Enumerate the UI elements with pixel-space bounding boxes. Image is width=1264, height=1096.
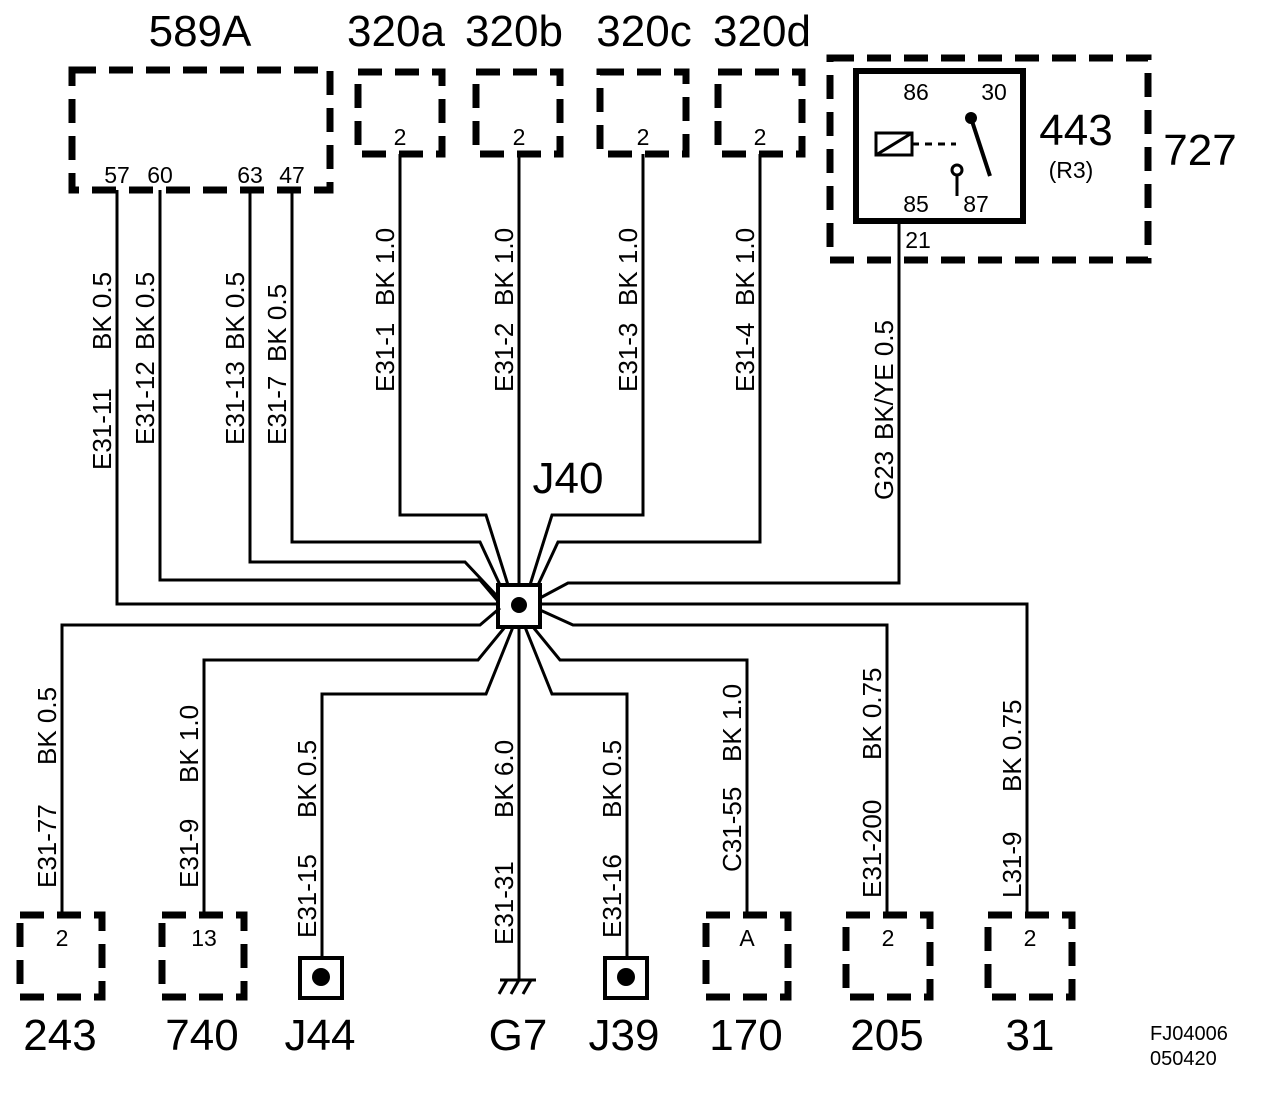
wire-id-e31-9: E31-9 [174, 819, 204, 888]
pin-170: A [739, 925, 755, 951]
splice-j39-label: J39 [589, 1011, 660, 1060]
wire-id-e31-3: E31-3 [613, 323, 643, 392]
wire-id-e31-13: E31-13 [220, 361, 250, 445]
wire-id-e31-7: E31-7 [262, 376, 292, 445]
pin-740: 13 [191, 925, 217, 951]
wire-spec-e31-2: BK 1.0 [489, 228, 519, 306]
wire-id-c31-55: C31-55 [717, 787, 747, 872]
pin-60: 60 [147, 162, 173, 188]
wire-spec-e31-15: BK 0.5 [292, 740, 322, 818]
wire-id-g23: G23 [869, 451, 899, 500]
component-320a-label: 320a [347, 7, 445, 56]
relay-contact-87 [950, 163, 964, 177]
wire-spec-e31-1: BK 1.0 [370, 228, 400, 306]
drawing-code-line2: 050420 [1150, 1048, 1217, 1070]
wire-id-e31-11: E31-11 [87, 388, 117, 470]
component-243: 2 243 [16, 911, 106, 1060]
component-320b-label: 320b [465, 7, 563, 56]
wire-spec-e31-11: BK 0.5 [87, 272, 117, 350]
wire-spec-l31-9: BK 0.75 [997, 699, 1027, 792]
wire-spec-e31-200: BK 0.75 [857, 667, 887, 760]
wires-bottom [60, 606, 889, 980]
relay-443-sublabel: (R3) [1049, 157, 1094, 183]
component-320c-label: 320c [596, 7, 691, 56]
wire-id-e31-1: E31-1 [370, 323, 400, 392]
component-170: A 170 [702, 911, 792, 1060]
component-727: 727 [826, 54, 1237, 264]
splice-j39: J39 [589, 956, 660, 1060]
ground-g7-label: G7 [489, 1011, 548, 1060]
wire-spec-e31-3: BK 1.0 [613, 228, 643, 306]
wire-spec-e31-4: BK 1.0 [730, 228, 760, 306]
wire-spec-c31-55: BK 1.0 [717, 684, 747, 762]
component-31-label: 31 [1006, 1011, 1055, 1060]
pin-320b: 2 [513, 124, 526, 150]
component-205: 2 205 [842, 911, 934, 1060]
wire-spec-g23: BK/YE 0.5 [869, 320, 899, 440]
wire-spec-e31-7: BK 0.5 [262, 284, 292, 362]
component-740: 13 740 [158, 911, 248, 1060]
component-320c: 320c 2 [596, 7, 692, 158]
wire-id-e31-200: E31-200 [857, 800, 887, 898]
component-589a-label: 589A [149, 7, 252, 56]
wire-id-e31-2: E31-2 [489, 323, 519, 392]
ground-g7: G7 [489, 978, 548, 1060]
pin-31: 2 [1024, 925, 1037, 951]
component-320d-label: 320d [713, 7, 811, 56]
relay-443-label: 443 [1039, 106, 1112, 155]
wire-id-e31-12: E31-12 [130, 361, 160, 445]
component-589a: 589A 57 60 63 47 [68, 7, 334, 194]
pin-63: 63 [237, 162, 263, 188]
component-320b: 320b 2 [465, 7, 564, 158]
pin-320d: 2 [754, 124, 767, 150]
wire-id-l31-9: L31-9 [997, 832, 1027, 899]
pin-47: 47 [279, 162, 305, 188]
pin-320a: 2 [394, 124, 407, 150]
component-243-label: 243 [23, 1011, 96, 1060]
splice-j40-label: J40 [533, 454, 604, 503]
pin-30: 30 [981, 79, 1007, 105]
relay-443: 443 (R3) 86 30 85 87 21 [853, 68, 1113, 253]
drawing-code-line1: FJ04006 [1150, 1023, 1228, 1045]
wire-spec-e31-77: BK 0.5 [32, 687, 62, 765]
pin-243: 2 [56, 925, 69, 951]
splice-j44: J44 [285, 956, 356, 1060]
wire-id-e31-31: E31-31 [489, 861, 519, 945]
wire-spec-e31-13: BK 0.5 [220, 272, 250, 350]
splice-j44-label: J44 [285, 1011, 356, 1060]
wire-id-e31-15: E31-15 [292, 854, 322, 938]
wire-spec-e31-31: BK 6.0 [489, 740, 519, 818]
pin-21: 21 [905, 227, 931, 253]
wire-labels: E31-11 BK 0.5 E31-12 BK 0.5 E31-13 BK 0.… [32, 228, 1027, 945]
component-740-label: 740 [165, 1011, 238, 1060]
pin-57: 57 [104, 162, 130, 188]
drawing-code: FJ04006 050420 [1150, 1023, 1228, 1070]
component-205-label: 205 [850, 1011, 923, 1060]
wire-spec-e31-9: BK 1.0 [174, 705, 204, 783]
component-170-label: 170 [709, 1011, 782, 1060]
component-727-label: 727 [1163, 126, 1236, 175]
wire-id-e31-16: E31-16 [597, 854, 627, 938]
wire-spec-e31-16: BK 0.5 [597, 740, 627, 818]
wire-id-e31-77: E31-77 [32, 804, 62, 888]
pin-85: 85 [903, 191, 929, 217]
pin-205: 2 [882, 925, 895, 951]
component-320d: 320d 2 [713, 7, 811, 158]
wires-top [115, 154, 1029, 915]
pin-86: 86 [903, 79, 929, 105]
splice-j40: J40 [496, 454, 604, 629]
component-320a: 320a 2 [347, 7, 446, 158]
wire-spec-e31-12: BK 0.5 [130, 272, 160, 350]
wire-id-e31-4: E31-4 [730, 323, 760, 392]
component-31: 2 31 [984, 911, 1076, 1060]
pin-87: 87 [963, 191, 989, 217]
pin-320c: 2 [637, 124, 650, 150]
